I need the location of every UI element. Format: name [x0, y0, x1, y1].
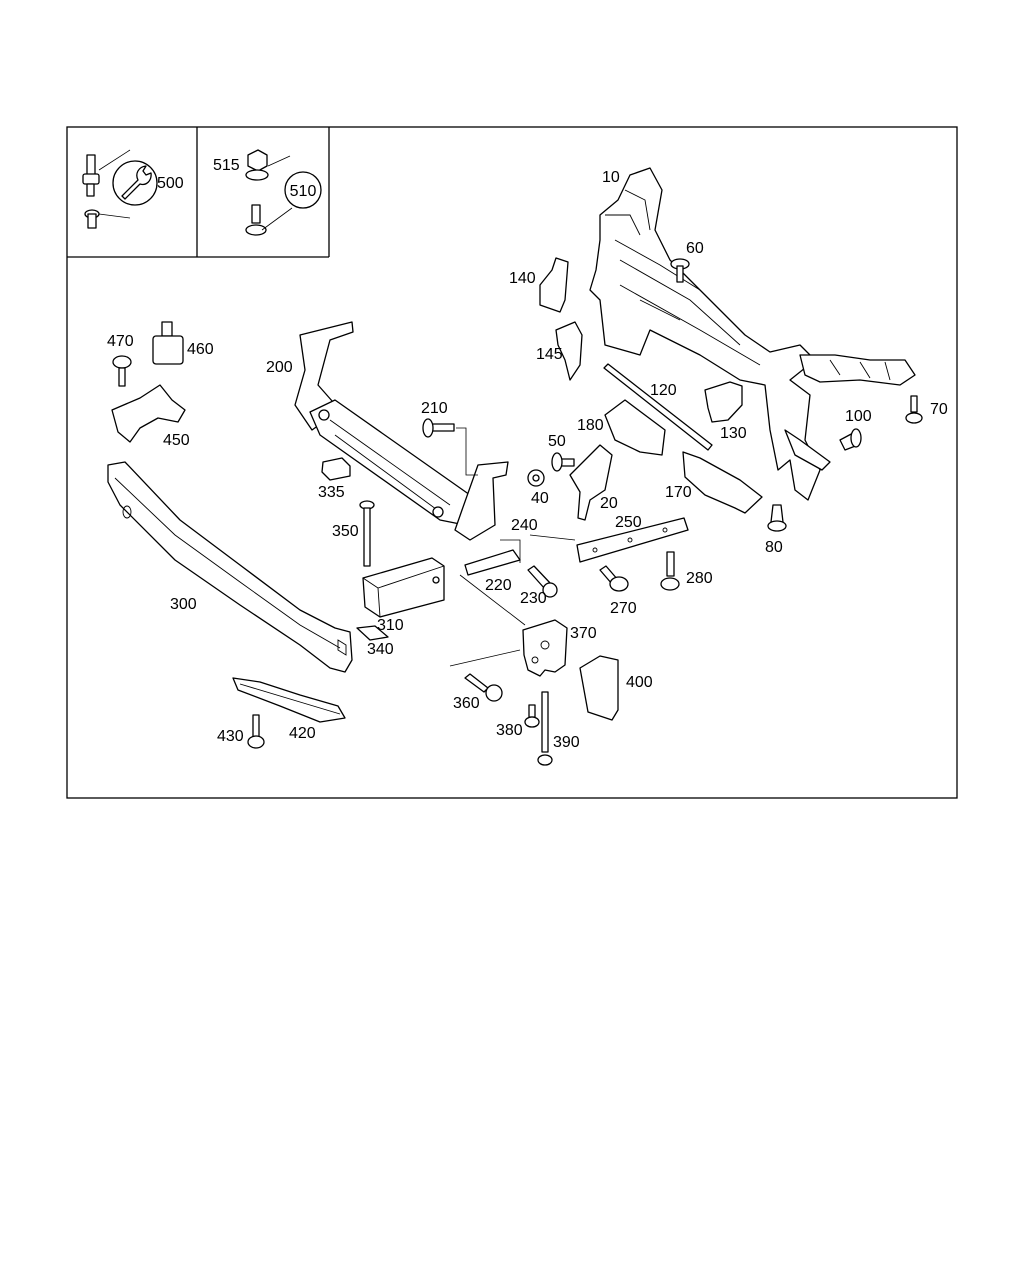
screw-60 — [670, 258, 690, 283]
label-335: 335 — [318, 484, 345, 501]
plate-340 — [356, 625, 389, 641]
bolt-430 — [247, 714, 265, 749]
label-140: 140 — [509, 270, 536, 287]
bar-250 — [576, 517, 689, 563]
tool-kit-label: 500 — [157, 175, 184, 192]
label-70: 70 — [930, 401, 948, 418]
bolt-350 — [359, 500, 375, 567]
label-80: 80 — [765, 539, 783, 556]
label-50: 50 — [548, 433, 566, 450]
label-10: 10 — [602, 169, 620, 186]
bracket-140 — [539, 257, 569, 313]
hardware-kit-label: 510 — [290, 183, 317, 200]
bolt-280 — [660, 551, 680, 591]
screw-50 — [551, 452, 575, 472]
bolt-230 — [527, 565, 558, 598]
bumper-beam-300 — [107, 461, 353, 673]
label-170: 170 — [665, 484, 692, 501]
label-280: 280 — [686, 570, 713, 587]
label-270: 270 — [610, 600, 637, 617]
label-100: 100 — [845, 408, 872, 425]
label-210: 210 — [421, 400, 448, 417]
bracket-20 — [569, 444, 613, 521]
bracket-130 — [704, 381, 743, 423]
label-230: 230 — [520, 590, 547, 607]
bolt-470 — [112, 355, 132, 387]
bolt-270 — [599, 565, 629, 592]
diagram-frame — [66, 126, 958, 799]
crossmember-200 — [294, 321, 509, 541]
label-370: 370 — [570, 625, 597, 642]
label-340: 340 — [367, 641, 394, 658]
bracket-370 — [522, 619, 568, 677]
bracket-145 — [555, 321, 583, 381]
bracket-310 — [362, 557, 445, 618]
label-390: 390 — [553, 734, 580, 751]
label-420: 420 — [289, 725, 316, 742]
seal-strip-120 — [603, 363, 713, 451]
label-240: 240 — [511, 517, 538, 534]
bolt-360 — [464, 673, 503, 702]
label-460: 460 — [187, 341, 214, 358]
bolt-100 — [839, 428, 862, 451]
radiator-support-carrier — [589, 167, 916, 501]
air-guide-170 — [682, 451, 763, 514]
bolt-70 — [905, 395, 923, 424]
label-120: 120 — [650, 382, 677, 399]
pad-335 — [321, 457, 351, 481]
label-20: 20 — [600, 495, 618, 512]
bracket-220 — [464, 549, 521, 576]
label-430: 430 — [217, 728, 244, 745]
label-250: 250 — [615, 514, 642, 531]
label-470: 470 — [107, 333, 134, 350]
hardware-kit-group — [245, 149, 322, 236]
label-400: 400 — [626, 674, 653, 691]
label-380: 380 — [496, 722, 523, 739]
washer-40 — [527, 469, 545, 487]
label-300: 300 — [170, 596, 197, 613]
air-guide-180 — [604, 399, 666, 456]
bolt-380 — [524, 704, 540, 728]
leader-240 — [500, 534, 576, 563]
label-130: 130 — [720, 425, 747, 442]
bolt-390 — [537, 691, 553, 766]
label-360: 360 — [453, 695, 480, 712]
bracket-450 — [111, 384, 186, 443]
nut-icon — [247, 149, 268, 172]
strip-420 — [232, 677, 346, 723]
label-450: 450 — [163, 432, 190, 449]
label-220: 220 — [485, 577, 512, 594]
label-40: 40 — [531, 490, 549, 507]
label-350: 350 — [332, 523, 359, 540]
label-60: 60 — [686, 240, 704, 257]
tool-kit-group — [82, 149, 158, 229]
bolt-210 — [422, 418, 455, 438]
label-310: 310 — [377, 617, 404, 634]
pin-80 — [767, 504, 787, 532]
sensor-460 — [152, 321, 184, 365]
label-200: 200 — [266, 359, 293, 376]
shield-400 — [579, 655, 619, 721]
label-145: 145 — [536, 346, 563, 363]
label-180: 180 — [577, 417, 604, 434]
hardware-kit-nut-label: 515 — [213, 157, 240, 174]
